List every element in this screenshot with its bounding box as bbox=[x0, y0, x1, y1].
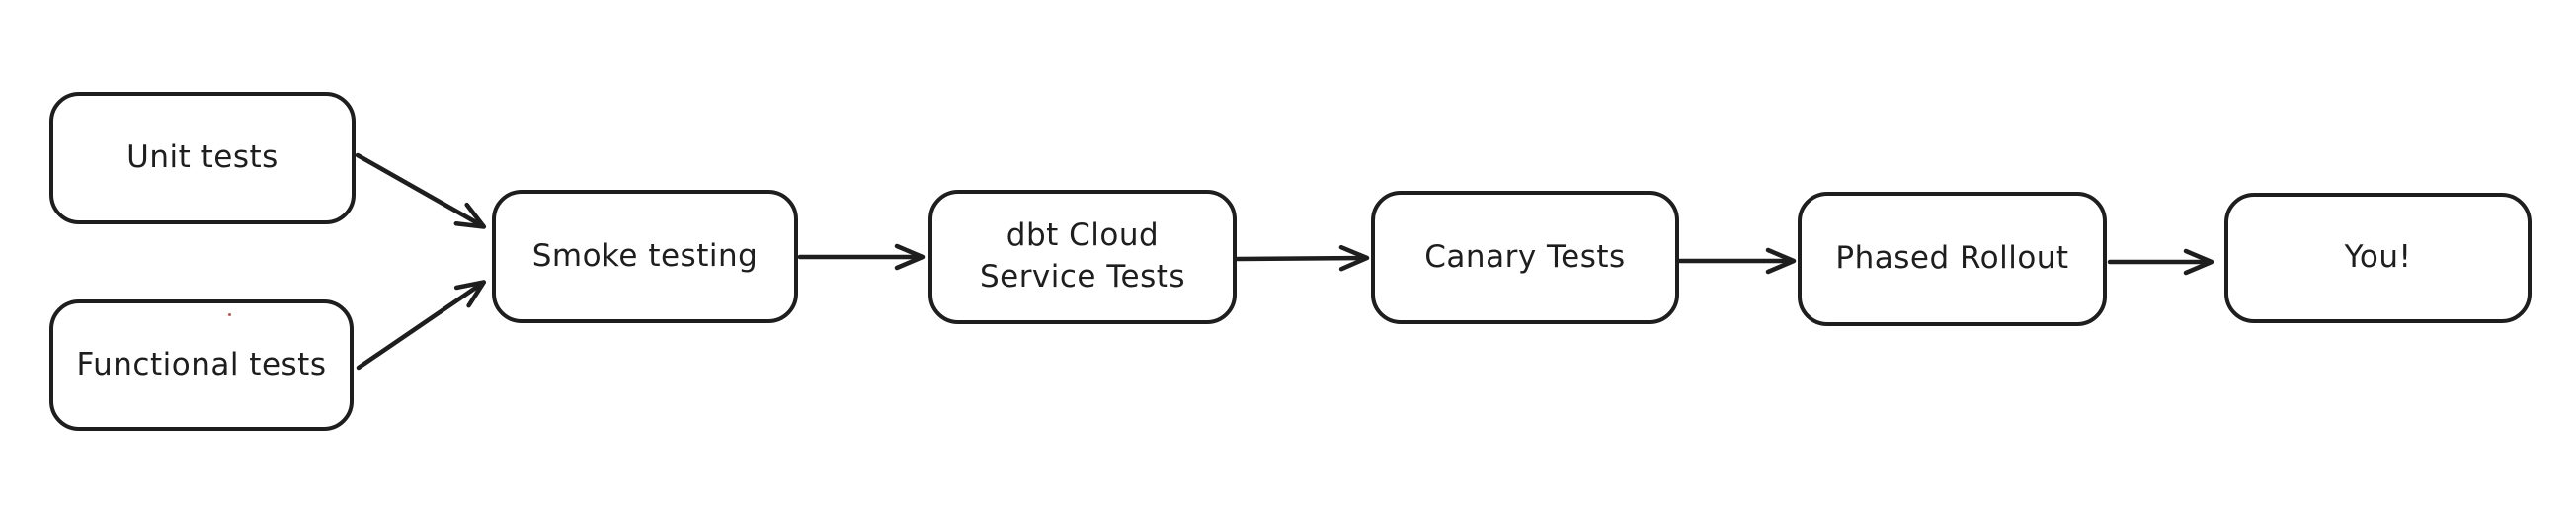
node-dbt-cloud-service-tests: dbt Cloud Service Tests bbox=[928, 190, 1237, 324]
stray-red-mark bbox=[228, 313, 231, 316]
node-label-unit-tests: Unit tests bbox=[126, 139, 279, 176]
node-label-functional-tests: Functional tests bbox=[76, 346, 327, 382]
node-unit-tests: Unit tests bbox=[49, 92, 356, 224]
node-smoke-testing: Smoke testing bbox=[492, 190, 798, 323]
edge-unit-tests-to-smoke-testing bbox=[355, 152, 487, 229]
node-canary-tests: Canary Tests bbox=[1371, 191, 1679, 324]
node-phased-rollout: Phased Rollout bbox=[1798, 192, 2107, 326]
node-functional-tests: Functional tests bbox=[49, 299, 354, 431]
node-label-dbt-cloud-service-tests: dbt Cloud Service Tests bbox=[979, 217, 1186, 295]
node-label-canary-tests: Canary Tests bbox=[1424, 238, 1626, 275]
edge-dbt-cloud-service-tests-to-canary-tests bbox=[1235, 244, 1370, 272]
edge-functional-tests-to-smoke-testing bbox=[356, 280, 487, 371]
node-label-smoke-testing: Smoke testing bbox=[531, 237, 759, 274]
node-label-phased-rollout: Phased Rollout bbox=[1835, 240, 2069, 277]
node-you: You! bbox=[2224, 193, 2532, 323]
node-label-you: You! bbox=[2344, 239, 2412, 276]
